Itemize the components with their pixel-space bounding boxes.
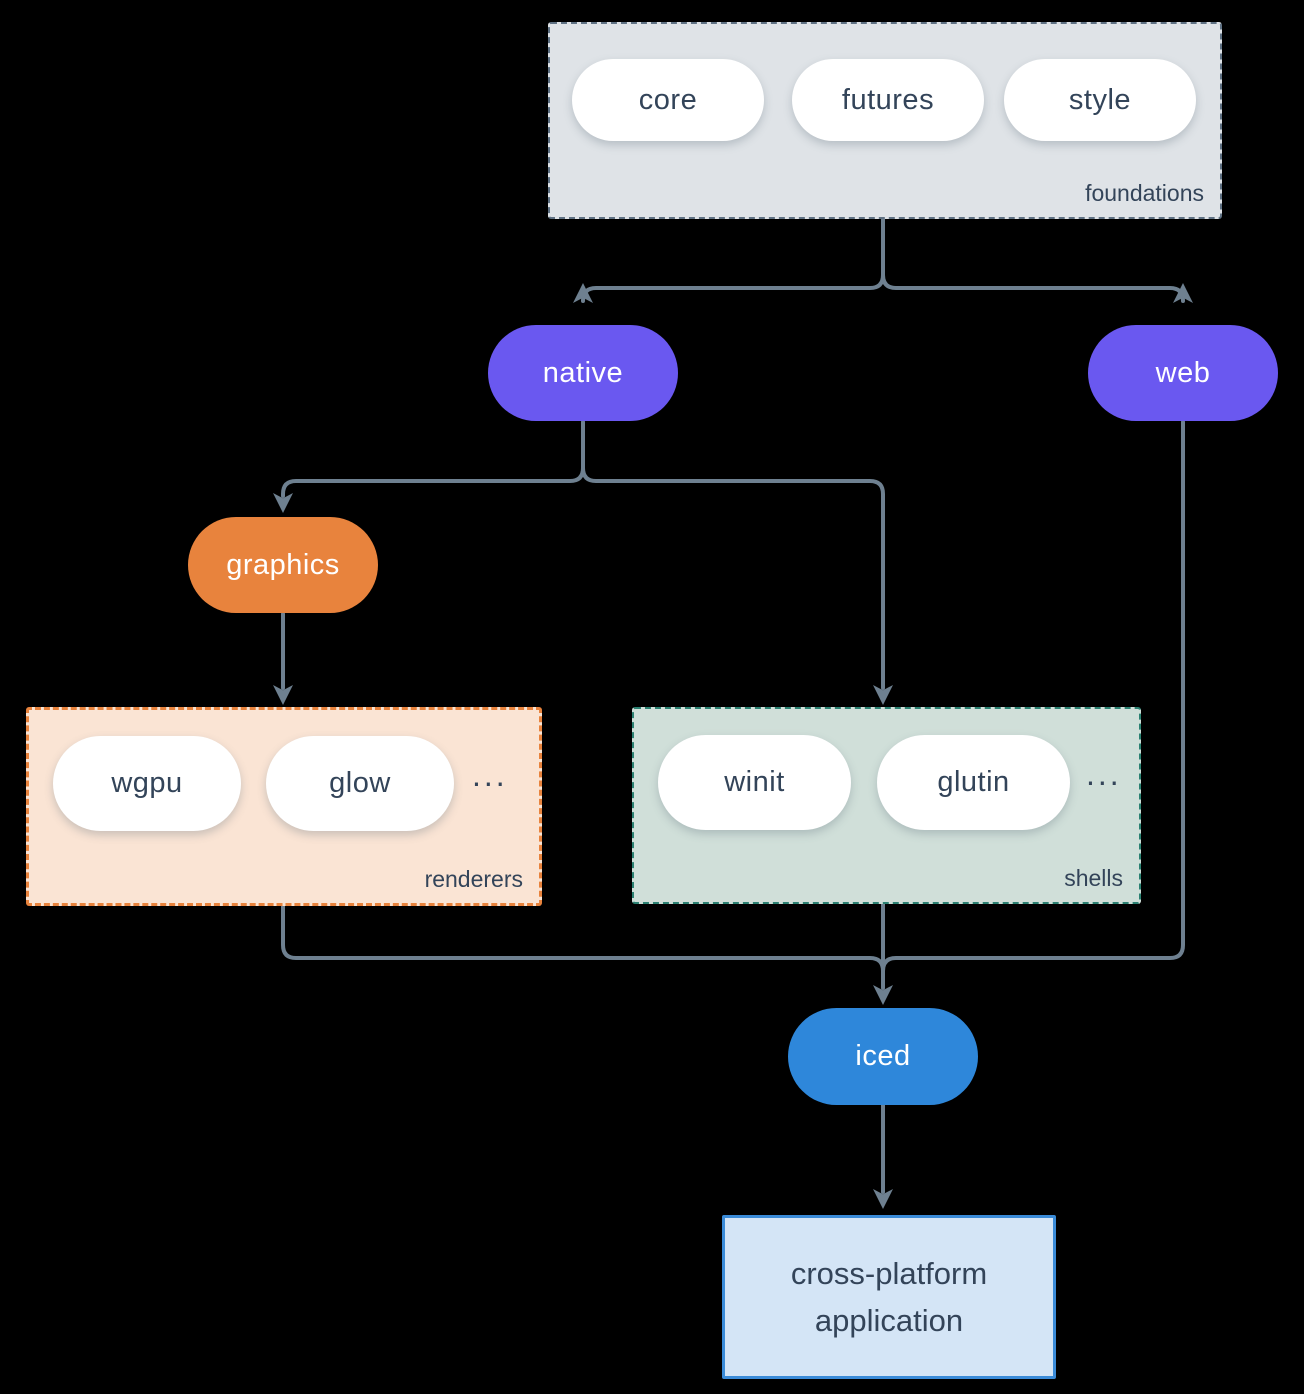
node-style: style: [1004, 59, 1196, 141]
node-core: core: [572, 59, 764, 141]
shells-group: winit glutin ... shells: [632, 707, 1141, 904]
edge-foundations-to-web: [881, 260, 1193, 303]
node-winit-label: winit: [724, 766, 785, 798]
node-iced: iced: [788, 1008, 978, 1105]
renderers-ellipsis: ...: [472, 757, 508, 793]
node-iced-label: iced: [855, 1040, 911, 1072]
shells-ellipsis: ...: [1086, 756, 1122, 792]
node-futures: futures: [792, 59, 984, 141]
foundations-group: core futures style foundations: [548, 22, 1222, 219]
node-glutin: glutin: [877, 735, 1070, 830]
node-style-label: style: [1068, 83, 1132, 116]
node-futures-label: futures: [841, 83, 935, 116]
node-native: native: [488, 325, 678, 421]
node-glutin-label: glutin: [937, 766, 1010, 798]
foundations-group-label: foundations: [1085, 180, 1204, 206]
renderers-group: wgpu glow ... renderers: [26, 707, 542, 906]
node-glow-label: glow: [329, 767, 391, 799]
node-graphics: graphics: [188, 517, 378, 613]
edge-foundations-to-native: [573, 260, 885, 303]
renderers-group-label: renderers: [424, 866, 523, 892]
node-core-label: core: [638, 83, 698, 116]
shells-group-label: shells: [1064, 865, 1123, 891]
node-graphics-label: graphics: [226, 548, 340, 581]
node-glow: glow: [266, 736, 454, 831]
edge-native-to-shells: [581, 454, 893, 705]
node-winit: winit: [658, 735, 851, 830]
node-wgpu: wgpu: [53, 736, 241, 831]
edge-renderers-to-merge: [281, 899, 885, 973]
node-application: cross-platform application: [722, 1215, 1056, 1379]
application-label-line2: application: [814, 1303, 964, 1338]
node-wgpu-label: wgpu: [111, 767, 183, 799]
node-web-label: web: [1155, 356, 1211, 389]
node-native-label: native: [542, 356, 624, 389]
node-web: web: [1088, 325, 1278, 421]
application-label-line1: cross-platform: [790, 1256, 988, 1291]
edge-native-to-graphics: [273, 454, 585, 513]
